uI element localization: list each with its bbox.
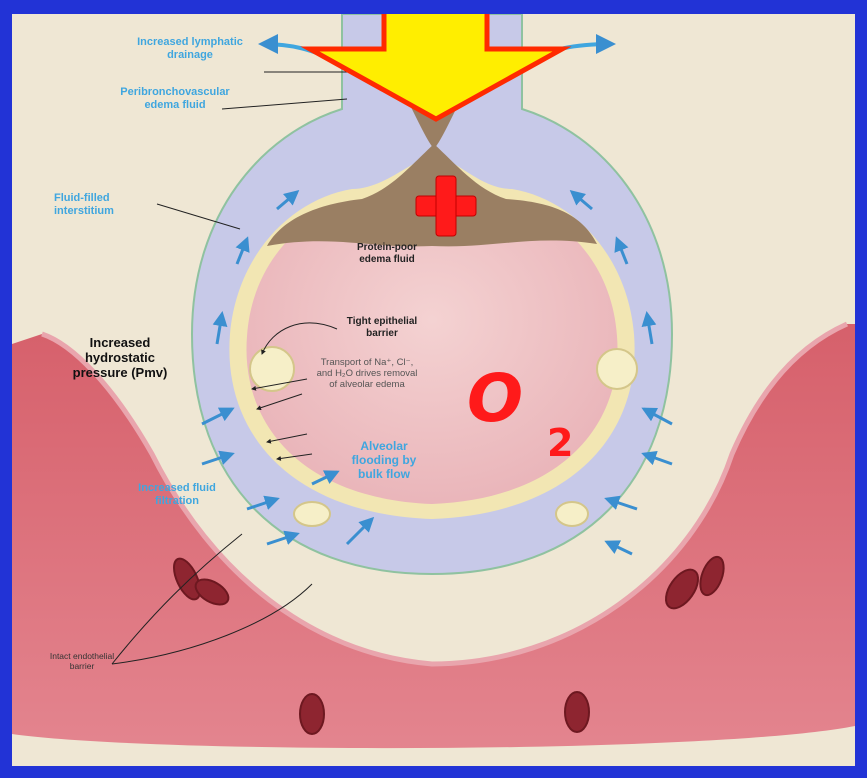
label-tight-barrier: Tight epithelial barrier [342, 316, 422, 339]
label-filtration: Increased fluid filtration [122, 482, 232, 507]
alveolus-illustration [12, 14, 855, 766]
label-interstitium: Fluid-filled interstitium [54, 192, 149, 217]
oxygen-subscript: 2 [547, 424, 573, 462]
label-hydrostatic: Increased hydrostatic pressure (Pmv) [70, 336, 170, 381]
label-protein-poor: Protein-poor edema fluid [342, 242, 432, 265]
oxygen-symbol: O [467, 366, 523, 432]
label-transport: Transport of Na⁺, Cl⁻, and H₂O drives re… [312, 358, 422, 391]
label-lymphatic-drainage: Increased lymphatic drainage [120, 36, 260, 61]
label-peribronchovascular: Peribronchovascular edema fluid [110, 86, 240, 111]
label-flooding: Alveolar flooding by bulk flow [344, 440, 424, 481]
diagram-panel: Increased lymphatic drainage Peribroncho… [12, 14, 855, 766]
label-endothelial: Intact endothelial barrier [42, 652, 122, 672]
